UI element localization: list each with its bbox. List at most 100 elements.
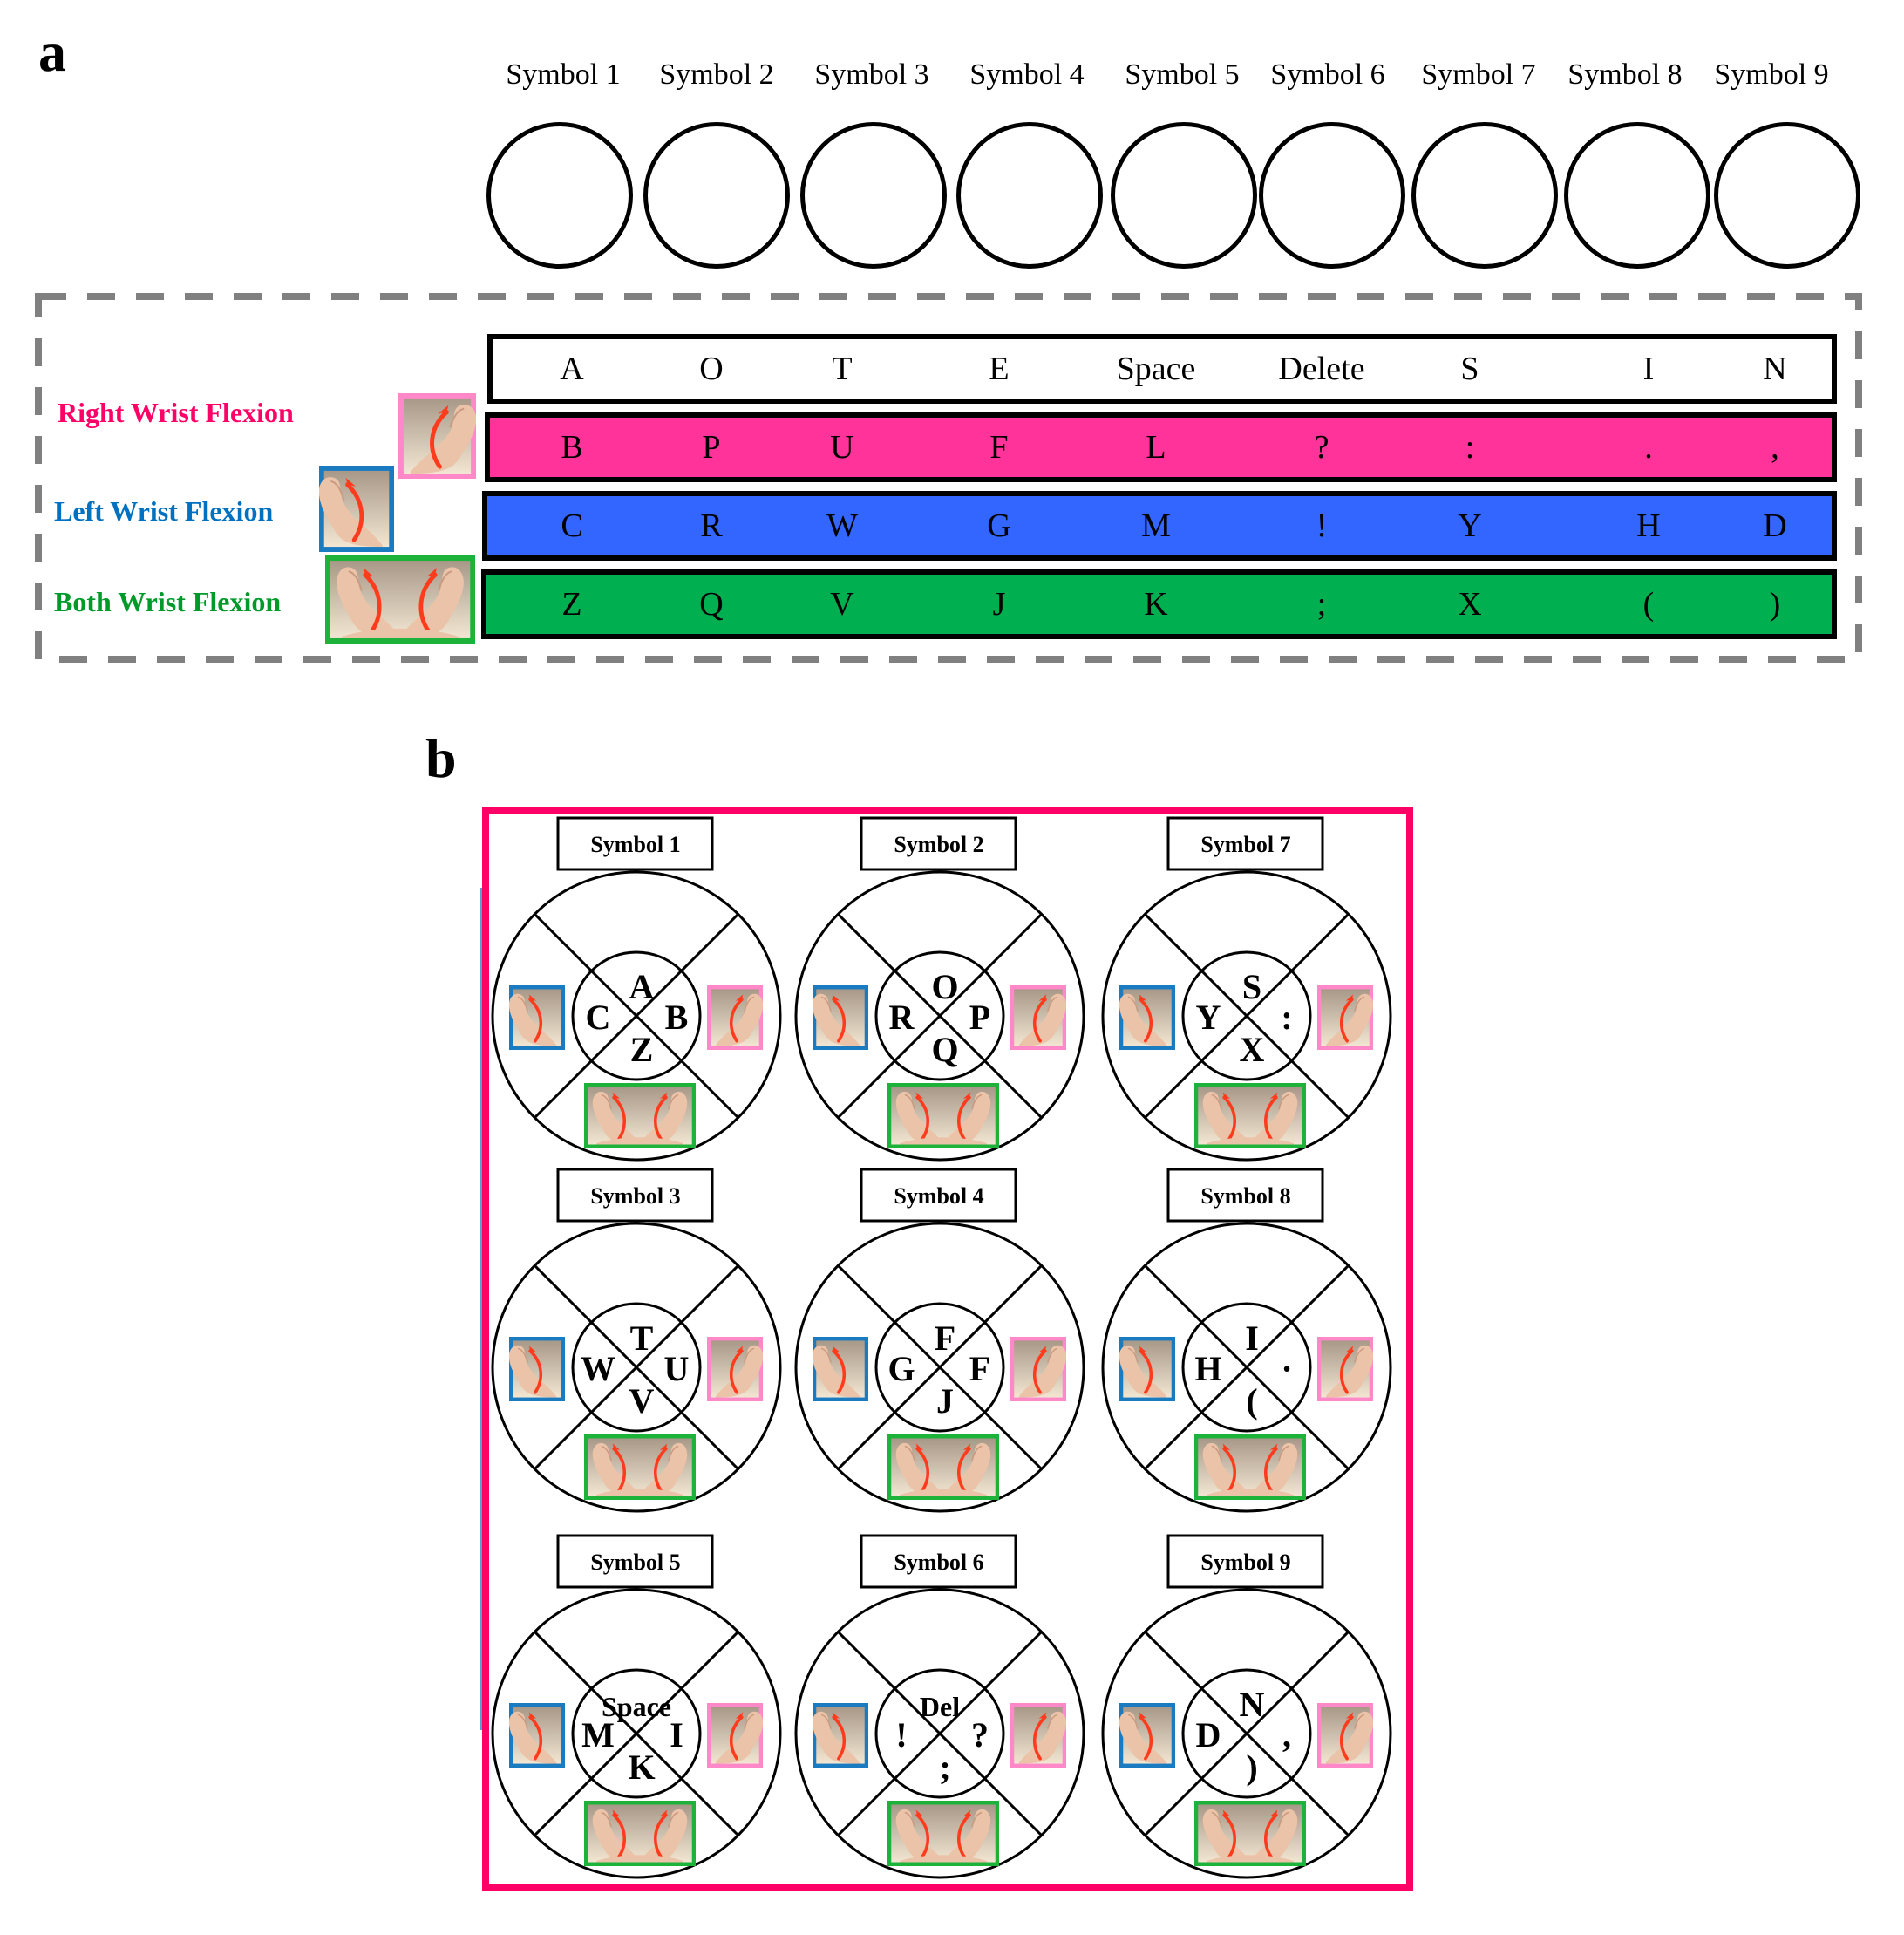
mapping-cell: Q	[699, 586, 724, 623]
mapping-cell: T	[832, 351, 853, 387]
symbol-target-circle	[956, 122, 1103, 269]
wheel-letter-bottom: (	[1246, 1381, 1257, 1421]
mapping-cell: V	[830, 586, 854, 623]
mapping-cell: O	[699, 351, 724, 387]
mapping-cell: (	[1642, 586, 1655, 623]
mapping-cell: C	[561, 508, 583, 544]
mapping-cell: E	[989, 351, 1010, 387]
wheel-inner-circle	[874, 1668, 1005, 1799]
both-wrist-flexion-icon	[887, 1434, 999, 1500]
wheel-letter-right: ·	[1281, 1349, 1292, 1388]
mapping-cell: :	[1465, 429, 1475, 466]
wheel-title: Symbol 3	[590, 1183, 680, 1209]
wheel-divider	[837, 1264, 1043, 1470]
mapping-cell: J	[992, 586, 1006, 623]
right-wrist-flexion-icon	[398, 393, 476, 479]
mapping-cell: Delete	[1278, 351, 1365, 387]
mapping-cell: D	[1763, 508, 1787, 544]
left-wrist-flexion-icon	[1119, 1703, 1175, 1768]
wheel-divider	[534, 913, 739, 1119]
right-wrist-flexion-icon	[1010, 985, 1066, 1050]
wheel-letter-bottom: J	[936, 1381, 954, 1421]
wheel-inner-circle	[874, 1302, 1005, 1433]
symbol-target-circle	[1411, 122, 1558, 269]
left-wrist-flexion-icon	[813, 1703, 868, 1768]
left-wrist-flexion-icon	[509, 1337, 565, 1401]
wheel-divider	[1144, 1631, 1350, 1836]
gesture-mapping-dashed-box	[35, 293, 1862, 663]
both-wrist-flexion-icon	[584, 1434, 696, 1500]
right-wrist-flexion-icon	[1317, 1703, 1373, 1768]
wheel-letter-bottom: K	[628, 1748, 655, 1787]
wheel-inner-circle	[1181, 1668, 1312, 1799]
both-wrist-flexion-icon	[1194, 1801, 1306, 1866]
left-wrist-flexion-icon	[509, 1703, 565, 1768]
symbol-target-circle	[1714, 122, 1860, 269]
wheel-title: Symbol 1	[590, 832, 680, 857]
wheel-letter-right: ,	[1282, 1715, 1291, 1754]
wheel-letter-top: Space	[602, 1691, 671, 1722]
mapping-cell: G	[987, 508, 1011, 544]
wheel-inner-circle	[874, 950, 1005, 1081]
wheel-divider	[837, 1631, 1043, 1836]
mapping-cell: Y	[1458, 508, 1482, 544]
symbol-target-circle	[643, 122, 790, 269]
wheel-title-box	[556, 1534, 714, 1589]
right-wrist-flexion-icon	[707, 985, 763, 1050]
right-wrist-flexion-icon	[707, 1703, 763, 1768]
wheel-title-box	[860, 1534, 1017, 1589]
wheel-letter-left: G	[887, 1349, 915, 1388]
left-wrist-flexion-icon	[1119, 1337, 1175, 1401]
both-wrist-flexion-icon	[1194, 1434, 1306, 1500]
wheel-letter-left: Y	[1196, 998, 1221, 1037]
wheel-letter-bottom: ;	[939, 1748, 950, 1787]
symbol-header-label: Symbol 3	[814, 58, 929, 91]
wheel-title: Symbol 8	[1200, 1183, 1290, 1209]
mapping-cell: F	[989, 429, 1009, 466]
panel-a-label: a	[38, 21, 66, 83]
wheel-divider	[837, 913, 1043, 1119]
wheel-inner-circle	[1181, 950, 1312, 1081]
wheel-letter-top: F	[935, 1318, 955, 1358]
mapping-cell: W	[826, 508, 858, 544]
wheel-title: Symbol 9	[1200, 1550, 1290, 1575]
wheel-letter-right: P	[969, 998, 990, 1037]
mapping-cell: I	[1642, 351, 1655, 387]
mapping-cell: Space	[1116, 351, 1196, 387]
panel-b-label: b	[425, 727, 457, 789]
wheel-letter-top: Del	[920, 1691, 960, 1722]
symbol-header-label: Symbol 9	[1714, 58, 1829, 91]
mapping-cell: A	[560, 351, 584, 387]
mapping-cell: ,	[1771, 429, 1779, 466]
symbol-header-label: Symbol 7	[1421, 58, 1536, 91]
wheel-letter-right: :	[1281, 998, 1292, 1037]
left-wrist-flexion-icon	[813, 1337, 868, 1401]
wheel-divider	[1144, 1264, 1350, 1470]
wheel-title-box	[1166, 1168, 1324, 1223]
wheel-letter-bottom: X	[1240, 1030, 1265, 1069]
wheel-divider	[1144, 913, 1350, 1119]
wheel-letter-right: B	[665, 998, 689, 1037]
both-wrist-flexion-icon	[887, 1083, 999, 1148]
mapping-cell: ?	[1314, 429, 1329, 466]
wheel-letter-top: I	[1245, 1318, 1259, 1358]
mapping-cell: K	[1144, 586, 1168, 623]
both-wrist-flexion-icon	[325, 555, 475, 644]
wheel-letter-left: M	[581, 1715, 615, 1754]
wheel-letter-right: I	[670, 1715, 683, 1754]
mapping-cell: N	[1763, 351, 1787, 387]
mapping-cell: M	[1141, 508, 1171, 544]
wheel-title-box	[1166, 816, 1324, 871]
wheel-title-box	[1166, 1534, 1324, 1589]
wheel-title-box	[860, 1168, 1017, 1223]
mapping-cell: H	[1636, 508, 1661, 544]
wheel-letter-left: C	[586, 998, 611, 1037]
wheel-letter-left: !	[895, 1715, 907, 1754]
